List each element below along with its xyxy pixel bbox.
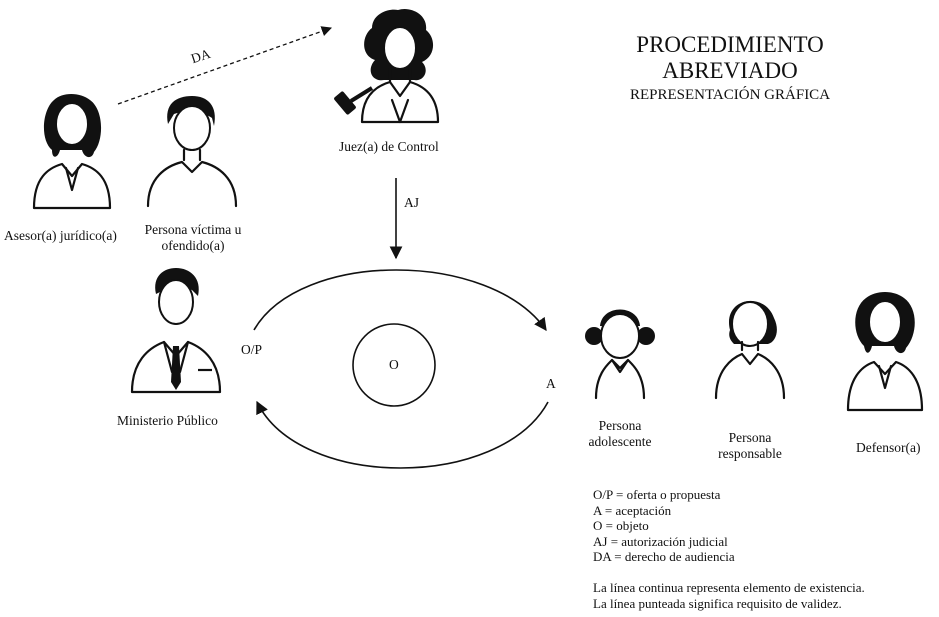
legend-item: AJ = autorización judicial — [593, 533, 728, 549]
label-responsible-line-2: responsable — [718, 446, 782, 461]
label-responsible: Persona responsable — [705, 430, 795, 462]
object-circle — [352, 323, 436, 407]
label-defender: Defensor(a) — [856, 440, 921, 455]
da-dashed-arrow — [117, 26, 332, 105]
judge-icon — [334, 8, 440, 124]
acceptance-arc — [256, 400, 549, 469]
public-ministry-icon — [130, 268, 222, 394]
responsible-person-icon — [714, 300, 786, 400]
object-label-o: O — [389, 357, 399, 372]
title-line-1: PROCEDIMIENTO — [636, 32, 824, 57]
edge-label-aj: AJ — [404, 195, 420, 210]
legend-item: O/P = oferta o propuesta — [593, 487, 721, 502]
legend-note: La línea continua representa elemento de… — [593, 579, 865, 595]
legend: O/P = oferta o propuesta A = aceptación … — [593, 487, 865, 611]
label-victim: Persona víctima u ofendido(a) — [133, 222, 253, 254]
edge-label-op: O/P — [241, 342, 263, 357]
legend-item: O = objeto — [593, 518, 649, 534]
label-judge: Juez(a) de Control — [339, 139, 439, 154]
defender-icon — [846, 292, 924, 412]
diagram-title: PROCEDIMIENTO ABREVIADO — [585, 32, 875, 84]
label-adolescent-line-1: Persona — [598, 418, 642, 433]
legend-spacer — [593, 565, 865, 580]
legend-note: La línea punteada significa requisito de… — [593, 595, 842, 611]
legend-item: A = aceptación — [593, 502, 672, 518]
label-adolescent: Persona adolescente — [580, 418, 660, 450]
adolescent-icon — [585, 309, 655, 400]
label-public-ministry: Ministerio Público — [117, 413, 218, 428]
label-responsible-line-1: Persona — [728, 430, 772, 445]
victim-icon — [146, 96, 238, 208]
label-adolescent-line-2: adolescente — [588, 434, 652, 449]
diagram-subtitle: REPRESENTACIÓN GRÁFICA — [629, 87, 831, 103]
label-victim-line-1: Persona víctima u — [144, 222, 242, 237]
legend-item: DA = derecho de audiencia — [593, 549, 735, 565]
label-legal-advisor: Asesor(a) jurídico(a) — [4, 228, 117, 243]
legal-advisor-icon — [32, 94, 112, 210]
label-victim-line-2: ofendido(a) — [161, 238, 225, 253]
edge-label-a: A — [546, 376, 556, 391]
title-line-2: ABREVIADO — [662, 58, 798, 83]
offer-arc — [253, 269, 547, 332]
